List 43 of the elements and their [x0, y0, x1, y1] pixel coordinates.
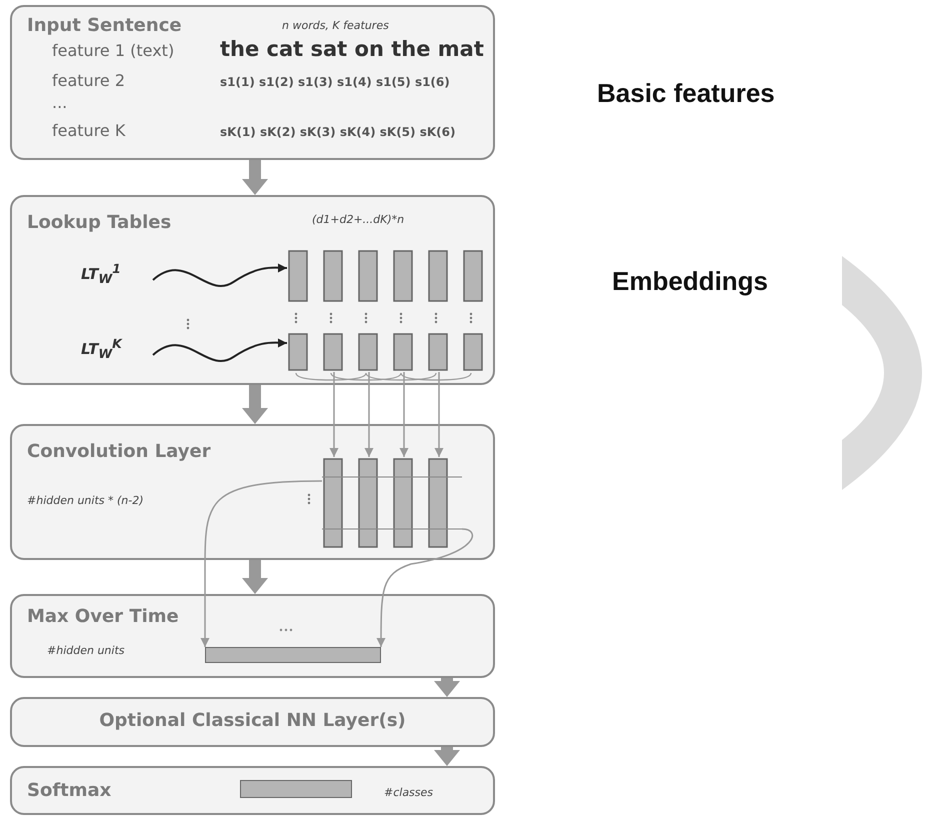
wavy-arrow: [152, 263, 288, 287]
flow-arrow: [242, 160, 268, 195]
heading: Lookup Tables: [27, 212, 172, 233]
heading: Softmax: [27, 780, 112, 801]
layer-panel: [10, 5, 495, 160]
feature-values: s1(1) s1(2) s1(3) s1(4) s1(5) s1(6): [220, 75, 450, 89]
flow-arrow: [242, 385, 268, 424]
heading: Max Over Time: [27, 606, 179, 627]
flow-arrow: [242, 560, 268, 594]
arrow: [400, 372, 408, 457]
sentence-text: the cat sat on the mat: [220, 37, 484, 61]
dimension-text: #hidden units * (n-2): [27, 494, 144, 507]
flow-arrow: [434, 747, 460, 766]
heading: Convolution Layer: [27, 441, 211, 462]
vector-bar: [240, 780, 352, 798]
layer-panel: [10, 594, 495, 678]
dimension-text: (d1+d2+...dK)*n: [312, 213, 404, 226]
vector-bars-drawing: [322, 457, 462, 549]
crescent-shape: [842, 256, 922, 490]
heading: Optional Classical NN Layer(s): [98, 710, 407, 731]
feature-name: feature 2: [52, 71, 126, 90]
flow-arrow: [434, 678, 460, 697]
feature-name: feature 1 (text): [52, 41, 174, 60]
arrow: [376, 528, 473, 647]
layer-panel: [10, 697, 495, 747]
layer-panel: [10, 766, 495, 815]
arrow: [434, 372, 444, 457]
note-text: n words, K features: [282, 19, 389, 32]
feature-name: feature K: [52, 121, 126, 140]
section-label: Basic features: [597, 78, 775, 109]
heading: Input Sentence: [27, 15, 182, 36]
feature-values: sK(1) sK(2) sK(3) sK(4) sK(5) sK(6): [220, 125, 456, 139]
wavy-arrow: [152, 338, 288, 362]
dimension-text: #classes: [384, 786, 434, 799]
arrow: [330, 372, 338, 457]
arrow: [364, 372, 374, 457]
layer-panel: [10, 195, 495, 385]
ellipsis-text: ...: [52, 93, 68, 112]
arrow: [200, 480, 322, 647]
vector-bar: [205, 647, 381, 663]
dimension-text: #hidden units: [47, 644, 124, 657]
section-label: Embeddings: [612, 266, 768, 297]
layer-panel: [10, 424, 495, 560]
